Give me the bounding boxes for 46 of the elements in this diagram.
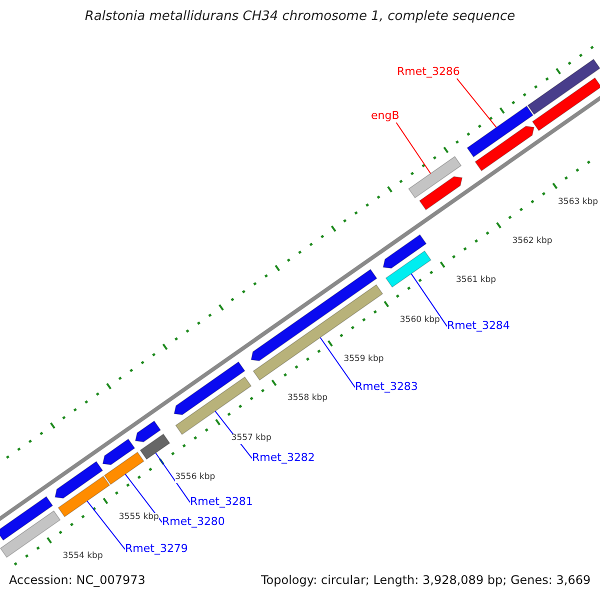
- gene-feature: [140, 434, 170, 460]
- scale-label: 3560 kbp: [400, 316, 440, 326]
- gene-label: Rmet_3286: [397, 66, 460, 79]
- scale-label: 3559 kbp: [344, 355, 384, 365]
- gene-feature: [382, 234, 427, 269]
- leader-line: [155, 452, 190, 503]
- accession-text: Accession: NC_007973: [9, 574, 146, 588]
- scale-label: 3555 kbp: [118, 512, 159, 522]
- gene-label: engB: [371, 110, 400, 123]
- gene-feature: [527, 58, 600, 115]
- scale-label: 3556 kbp: [175, 473, 216, 483]
- scale-label: 3557 kbp: [231, 434, 272, 444]
- scale-label: 3561 kbp: [456, 276, 496, 286]
- gene-feature: [104, 452, 144, 485]
- gene-feature: [252, 284, 384, 381]
- scale-label: 3558 kbp: [288, 394, 328, 404]
- gene-feature: [58, 476, 110, 518]
- scale-label: 3562 kbp: [512, 236, 552, 247]
- gene-feature: [0, 496, 54, 541]
- leader-line: [396, 122, 432, 174]
- gene-label: Rmet_3279: [125, 543, 188, 556]
- gene-label: Rmet_3284: [447, 320, 510, 333]
- scale-label: 3554 kbp: [62, 552, 103, 562]
- leader-line: [86, 500, 126, 550]
- gene-label: Rmet_3282: [252, 452, 315, 465]
- chart-title: Ralstonia metallidurans CH34 chromosome 1, complete sequence: [84, 10, 516, 25]
- gene-label: Rmet_3281: [190, 496, 253, 509]
- leader-line: [456, 78, 497, 128]
- gene-feature: [474, 126, 534, 172]
- leader-line: [124, 474, 162, 523]
- gene-feature: [408, 156, 462, 198]
- leader-line: [320, 337, 356, 388]
- topology-text: Topology: circular; Length: 3,928,089 bp; Genes: 3,669: [261, 574, 591, 588]
- gene-feature: [466, 106, 534, 158]
- gene-feature: [532, 77, 600, 132]
- gene-feature: [385, 250, 432, 288]
- gene-feature: [54, 460, 104, 499]
- scale-label: 3563 kbp: [558, 198, 598, 208]
- gene-feature: [134, 420, 162, 442]
- gene-feature: [0, 510, 61, 558]
- gene-label: Rmet_3283: [355, 381, 418, 394]
- gene-feature: [175, 376, 252, 435]
- gene-feature: [419, 176, 463, 210]
- gene-feature: [174, 361, 246, 416]
- gene-label: Rmet_3280: [162, 516, 225, 529]
- gene-feature: [102, 438, 136, 466]
